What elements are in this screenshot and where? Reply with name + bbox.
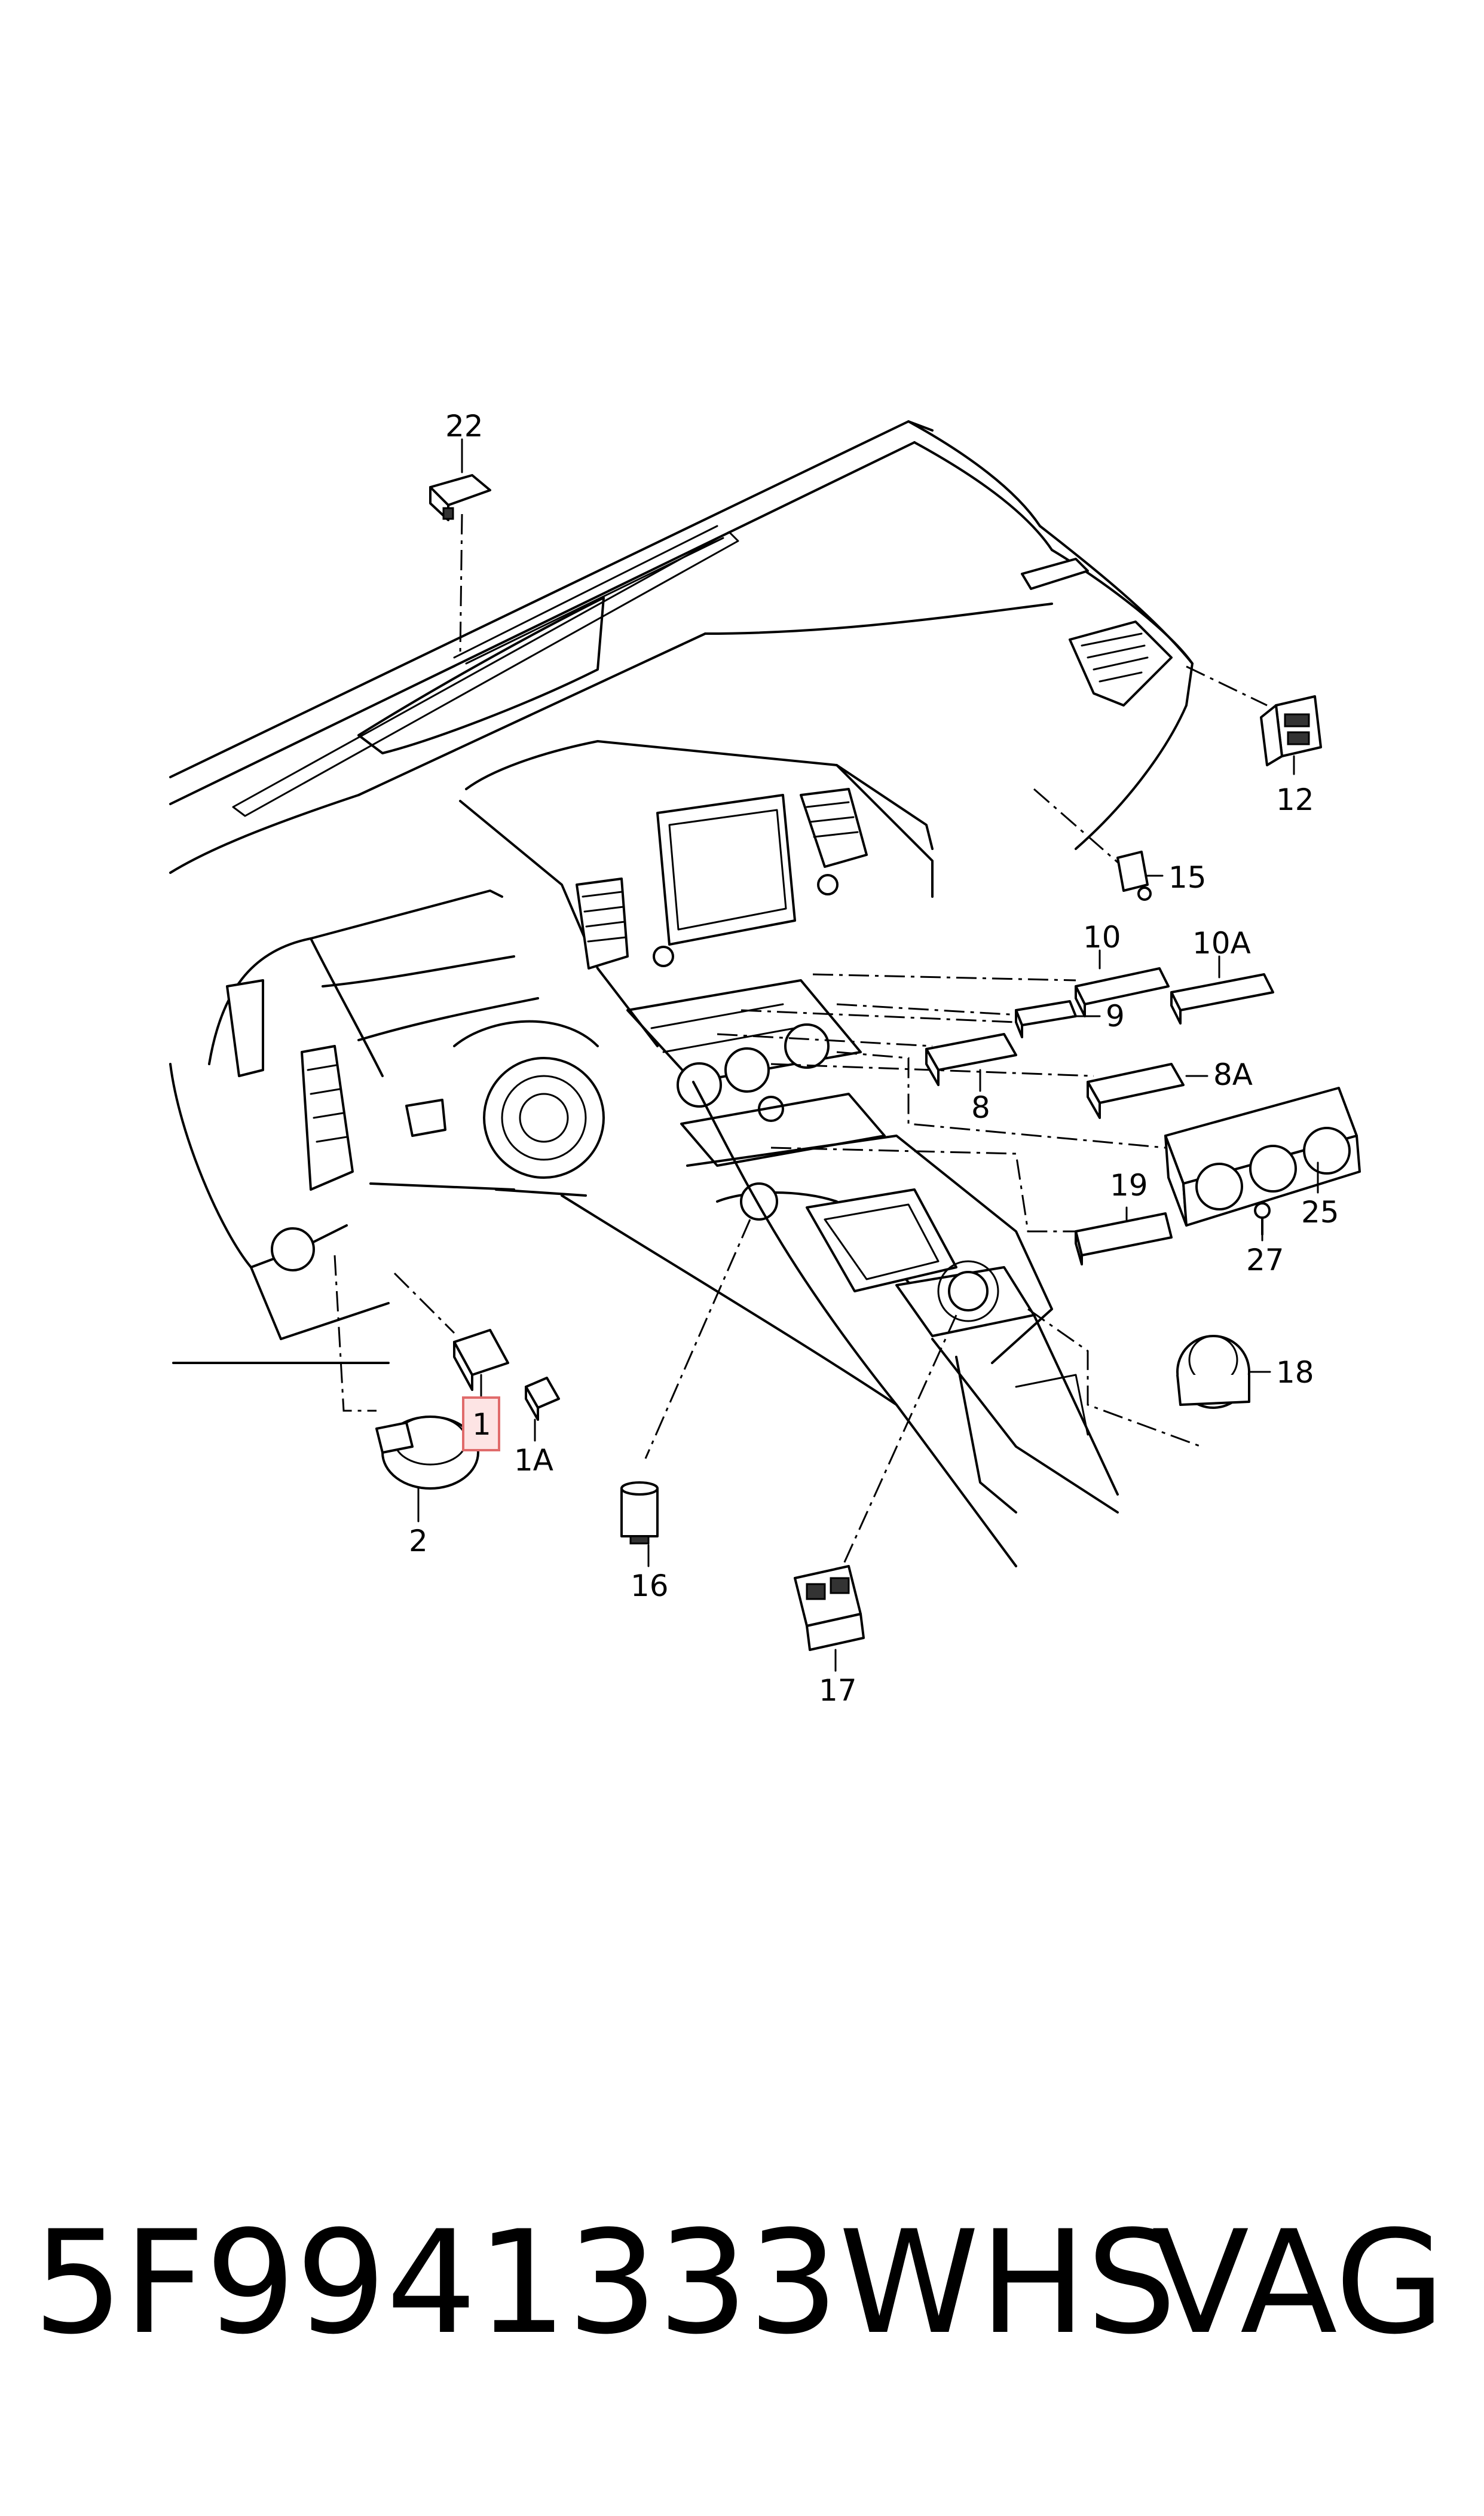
- highlight-box-1: [462, 1396, 500, 1451]
- part-12: [1260, 695, 1322, 766]
- part-number-text: 5F9941333WHS: [33, 2200, 1177, 2366]
- part-2: [375, 1416, 479, 1490]
- label-8a: 8A: [1213, 1057, 1253, 1092]
- callout-labels: 22 12 15 10 10A 9 8 8A 25 19 27 18 1 1A …: [409, 409, 1339, 1708]
- label-8: 8: [971, 1090, 990, 1125]
- label-9: 9: [1106, 999, 1125, 1034]
- label-17: 17: [819, 1673, 857, 1708]
- part-17: [794, 1565, 865, 1651]
- label-16: 16: [631, 1569, 669, 1603]
- part-18: [1176, 1335, 1250, 1409]
- part-9: [1015, 1000, 1077, 1038]
- part-16: [620, 1481, 659, 1545]
- part-1: [453, 1329, 509, 1391]
- label-25: 25: [1301, 1195, 1339, 1230]
- label-1a: 1A: [514, 1443, 553, 1478]
- part-1a: [525, 1377, 560, 1421]
- label-27: 27: [1246, 1243, 1284, 1277]
- part-15: [1116, 851, 1152, 901]
- label-12: 12: [1276, 782, 1314, 817]
- label-10: 10: [1083, 920, 1121, 955]
- part-10a: [1170, 973, 1274, 1025]
- leader-lines: [333, 513, 1268, 1567]
- part-8a: [1087, 1063, 1185, 1119]
- part-25: [1164, 1087, 1361, 1227]
- part-22: [429, 474, 491, 521]
- callout-leaders: [417, 438, 1319, 1672]
- brand-text: VAG: [1152, 2200, 1445, 2366]
- label-2: 2: [409, 1524, 428, 1558]
- part-27: [1254, 1202, 1271, 1236]
- label-15: 15: [1168, 860, 1207, 895]
- dashboard-outline: [169, 420, 1194, 1567]
- label-19: 19: [1110, 1168, 1148, 1203]
- label-10a: 10A: [1192, 926, 1251, 961]
- part-8: [925, 1033, 1017, 1086]
- label-1: 1: [472, 1407, 491, 1442]
- part-19: [1075, 1212, 1173, 1265]
- footer: 5F9941333WHS VAG: [0, 2206, 1484, 2361]
- label-22: 22: [445, 409, 484, 444]
- label-18: 18: [1276, 1355, 1314, 1390]
